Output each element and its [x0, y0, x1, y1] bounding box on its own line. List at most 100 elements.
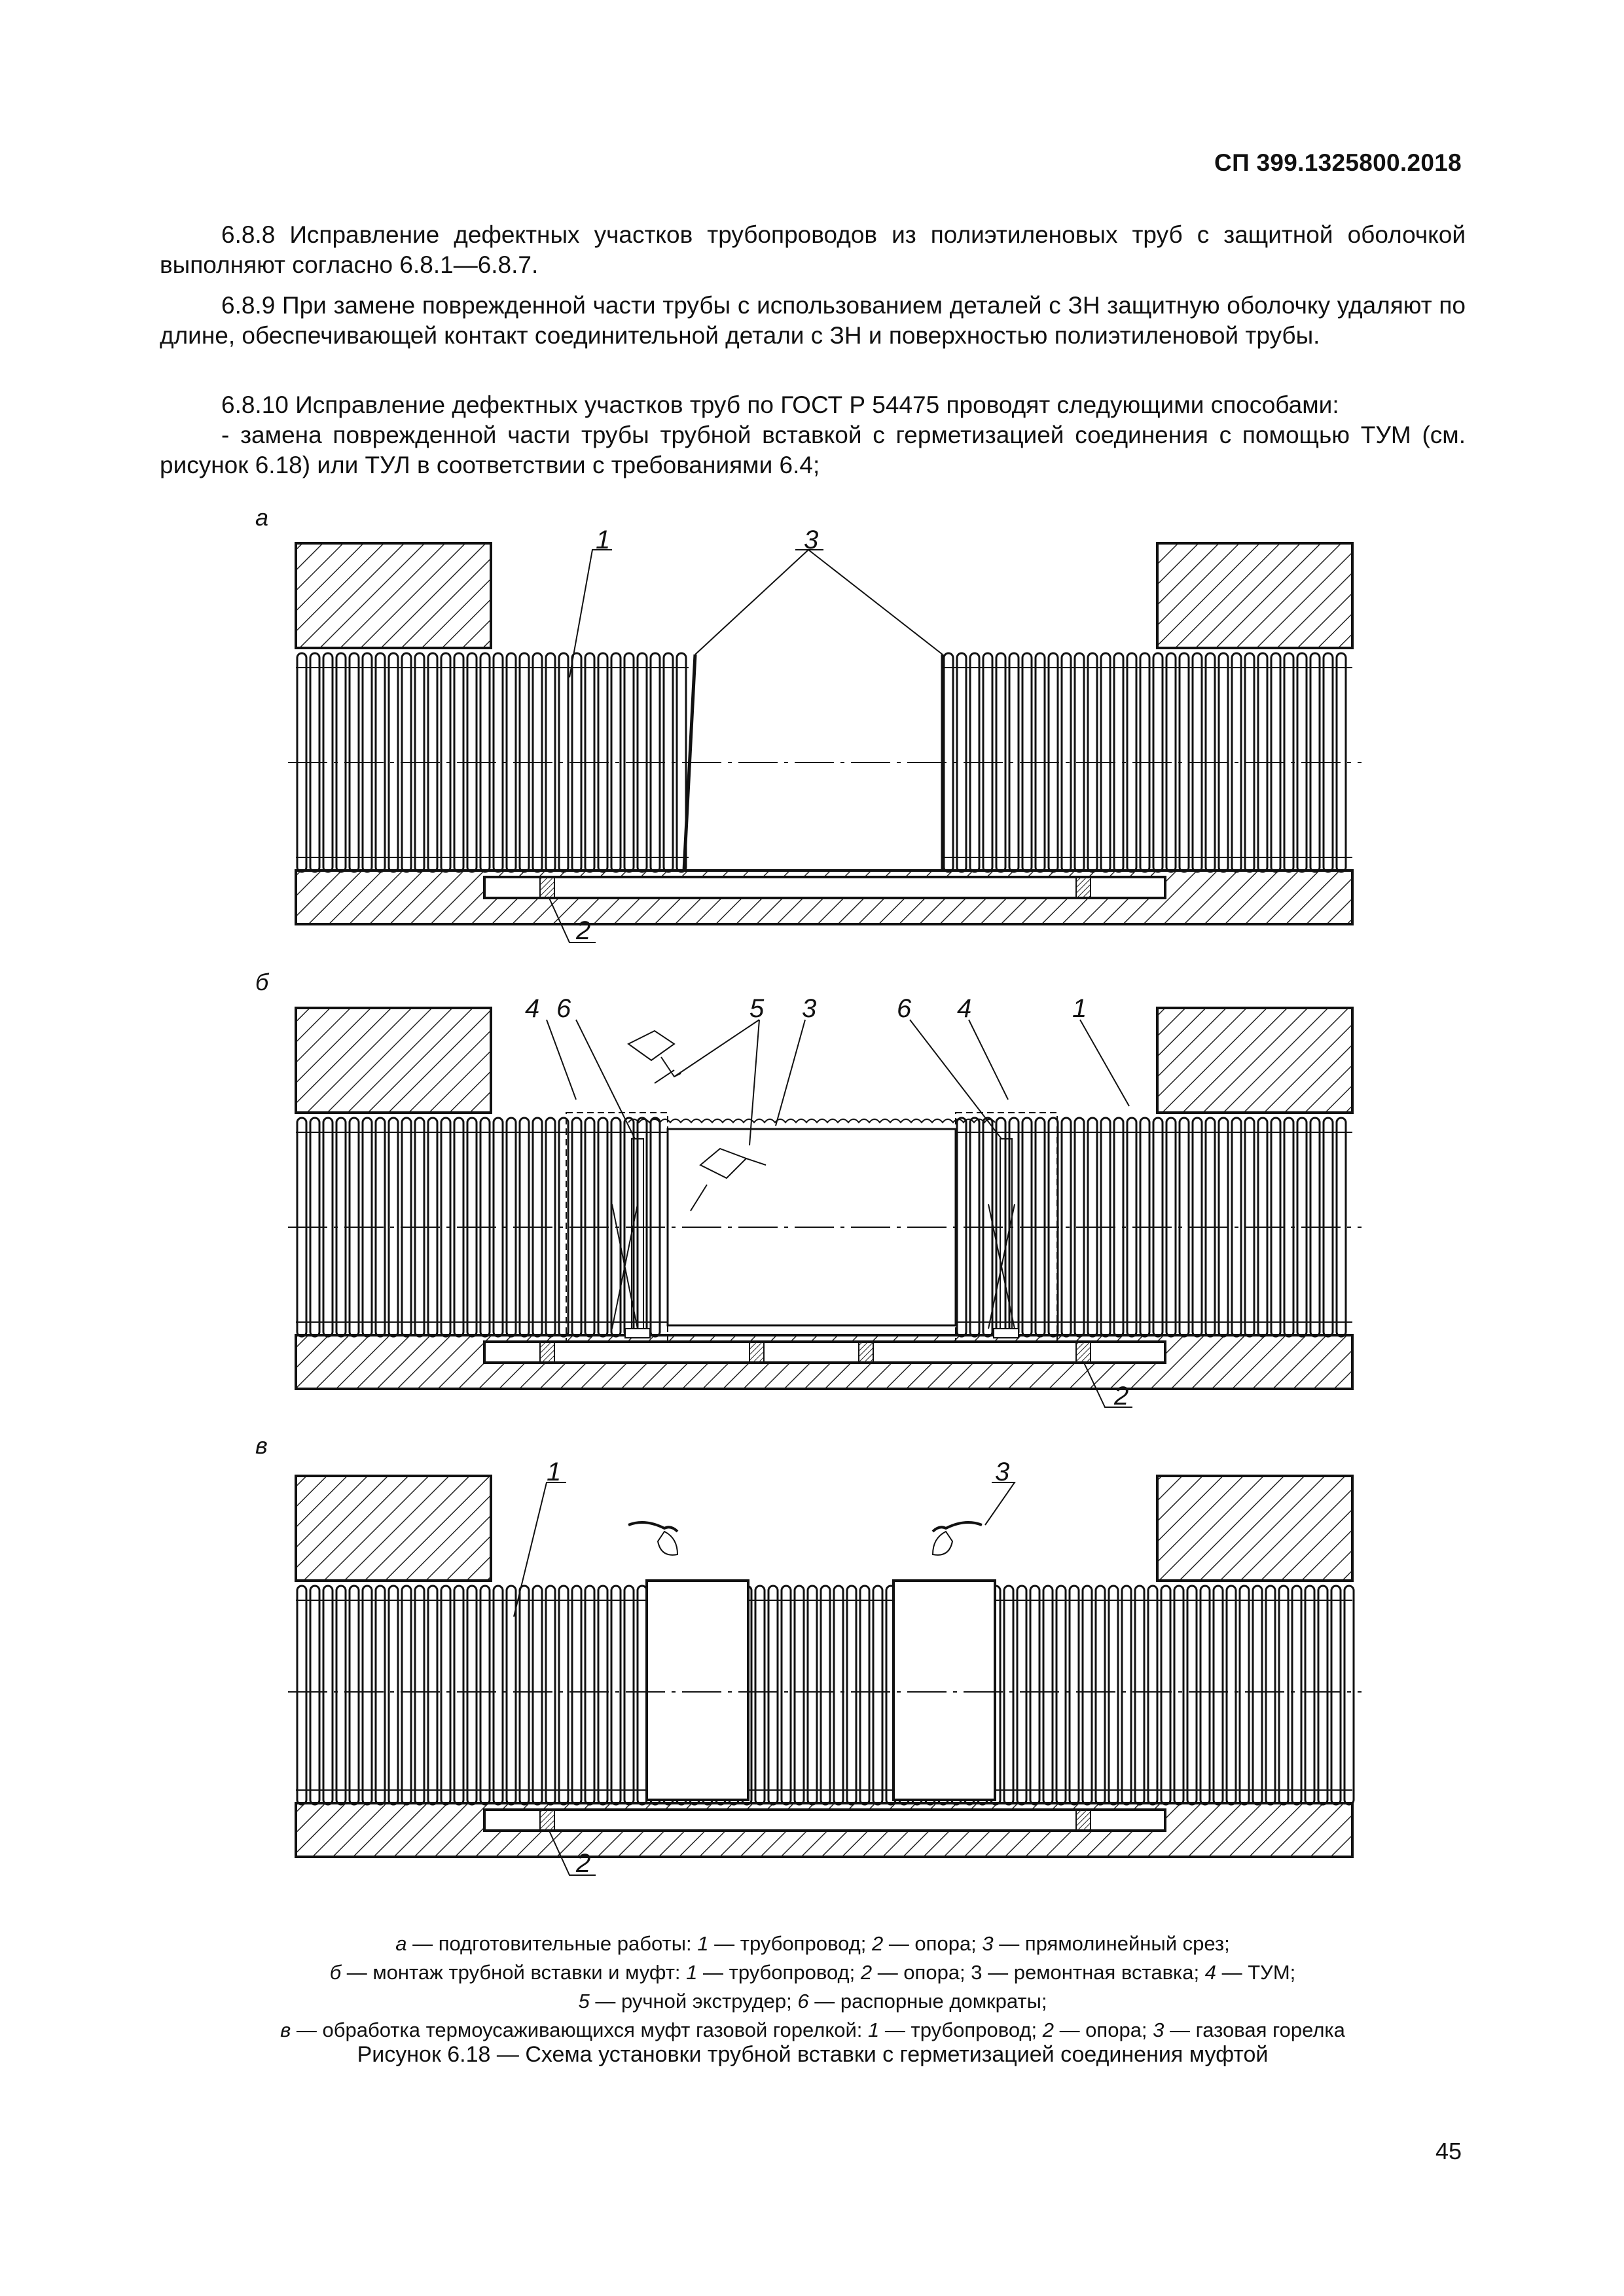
- soil-block-right: [1156, 1475, 1354, 1582]
- legend-text: — газовая горелка: [1164, 2018, 1345, 2041]
- extruder-2: [690, 1147, 767, 1211]
- label-1: 1: [547, 1458, 561, 1486]
- pipe-rib: [1265, 1585, 1276, 1806]
- label-3: 3: [804, 526, 818, 554]
- pipe-rib: [780, 1585, 792, 1806]
- figure-caption: Рисунок 6.18 — Схема установки трубной в…: [357, 2042, 1269, 2067]
- pipe-rib: [1029, 1585, 1041, 1806]
- legend-text: — ручной экструдер;: [589, 1990, 798, 2013]
- legend-num: 1: [697, 1932, 709, 1955]
- legend-text: — подготовительные работы:: [406, 1932, 698, 1955]
- pipe-rib: [662, 652, 674, 873]
- panel-letter-c: в: [255, 1432, 268, 1459]
- legend-num: 6: [797, 1990, 809, 2013]
- pipe-rib: [401, 1585, 412, 1806]
- pipe-rib: [374, 1585, 386, 1806]
- legend-text: — распорные домкраты;: [808, 1990, 1047, 2013]
- label-1: 1: [596, 526, 610, 554]
- pipe-rib: [1252, 1585, 1263, 1806]
- pipe-rib: [1231, 1117, 1242, 1338]
- paragraph-6-8-9: 6.8.9 При замене поврежденной части труб…: [160, 291, 1466, 351]
- pipe-rib: [1134, 1585, 1146, 1806]
- paragraph-text: - замена поврежденной части трубы трубно…: [160, 422, 1466, 478]
- soil-block-right: [1156, 1007, 1354, 1114]
- label-4: 4: [525, 994, 539, 1023]
- legend-num: 2: [871, 1932, 884, 1955]
- diagram-panel-c: 1 3 2: [288, 1458, 1362, 1878]
- pipe-rib: [335, 1117, 347, 1338]
- pipe-rib: [597, 1585, 609, 1806]
- legend-prefix: а: [395, 1932, 407, 1955]
- pipe-rib: [335, 1585, 347, 1806]
- legend-num: 2: [860, 1961, 873, 1984]
- pipe-rib: [767, 1585, 779, 1806]
- panel-letter-b: б: [255, 969, 269, 996]
- leader-4-right: [968, 1019, 1009, 1100]
- pipe-rib: [610, 1585, 622, 1806]
- label-3: 3: [802, 994, 816, 1023]
- pipe-rib: [1278, 1585, 1290, 1806]
- pipe-rib: [846, 1585, 857, 1806]
- pipe-rib: [1147, 1585, 1159, 1806]
- label-5: 5: [749, 994, 765, 1023]
- pipe-rib: [558, 1585, 569, 1806]
- legend-text: — обработка термоусаживающихся муфт газо…: [291, 2018, 869, 2041]
- legend-text: — опора; 3 — ремонтная вставка;: [872, 1961, 1205, 1984]
- pipe-rib: [571, 1585, 583, 1806]
- pipe-rib: [1060, 652, 1072, 873]
- pipe-rib: [1160, 1585, 1172, 1806]
- soil-block-left: [295, 1475, 492, 1582]
- leader-3: [984, 1482, 1016, 1526]
- page-number: 45: [1435, 2138, 1462, 2164]
- legend-text: — прямолинейный срез;: [993, 1932, 1230, 1955]
- pipe-rib: [1173, 1585, 1185, 1806]
- sleeve-left: [645, 1579, 749, 1801]
- diagram-panel-b: 4 6 5 3 6 4 1 2: [288, 994, 1362, 1410]
- pipe-rib: [440, 1585, 452, 1806]
- paragraph-text: 6.8.10 Исправление дефектных участков тр…: [221, 391, 1339, 418]
- pipe-rib: [610, 652, 622, 873]
- legend-num: 1: [868, 2018, 880, 2041]
- pipe-rib: [623, 1585, 635, 1806]
- legend-text: — трубопровод;: [879, 2018, 1043, 2041]
- pipe-rib: [1108, 1585, 1119, 1806]
- panel-letter-a: а: [255, 504, 269, 531]
- figure-panel-b: 4 6 5 3 6 4 1 2: [288, 988, 1362, 1433]
- pipe-rib: [636, 1585, 648, 1806]
- sleeve-right: [892, 1579, 996, 1801]
- legend-text: — монтаж трубной вставки и муфт:: [341, 1961, 687, 1984]
- legend-text: — трубопровод;: [708, 1932, 872, 1955]
- insert-corrugation: [628, 1119, 996, 1124]
- pipe-rib: [532, 1585, 543, 1806]
- pipe-rib: [479, 1585, 491, 1806]
- pipe-rib: [1113, 652, 1125, 873]
- pipe-rib: [466, 1585, 478, 1806]
- legend-prefix: б: [329, 1961, 342, 1984]
- label-6b: 6: [897, 994, 912, 1023]
- pipe-rib: [545, 1585, 556, 1806]
- pipe-rib: [296, 1585, 308, 1806]
- pipe-rib: [388, 652, 399, 873]
- paragraph-list-item: - замена поврежденной части трубы трубно…: [160, 420, 1466, 480]
- pipe-rib: [1291, 1585, 1303, 1806]
- paragraph-6-8-8: 6.8.8 Исправление дефектных участков тру…: [160, 220, 1466, 280]
- pipe-rib: [348, 1585, 360, 1806]
- legend-prefix: в: [280, 2018, 291, 2041]
- leader-5a: [674, 1019, 760, 1077]
- pipe-rib: [388, 1585, 399, 1806]
- tum-left: [566, 1112, 668, 1342]
- leader-1: [569, 549, 612, 678]
- legend-text: — опора;: [1053, 2018, 1153, 2041]
- leader-3a: [695, 549, 809, 655]
- legend-line-a: а — подготовительные работы: 1 — трубопр…: [160, 1929, 1466, 1958]
- pipe-rib: [872, 1585, 884, 1806]
- support-3: [858, 1341, 874, 1363]
- support-4: [1075, 1341, 1091, 1363]
- paragraph-text: 6.8.9 При замене поврежденной части труб…: [160, 292, 1466, 349]
- pipe-rib: [1016, 1585, 1028, 1806]
- figure-legend: а — подготовительные работы: 1 — трубопр…: [160, 1929, 1466, 2045]
- support-1: [539, 1809, 555, 1831]
- pipe-rib: [1199, 1585, 1211, 1806]
- label-4b: 4: [957, 994, 971, 1023]
- jack-left: [611, 1138, 651, 1338]
